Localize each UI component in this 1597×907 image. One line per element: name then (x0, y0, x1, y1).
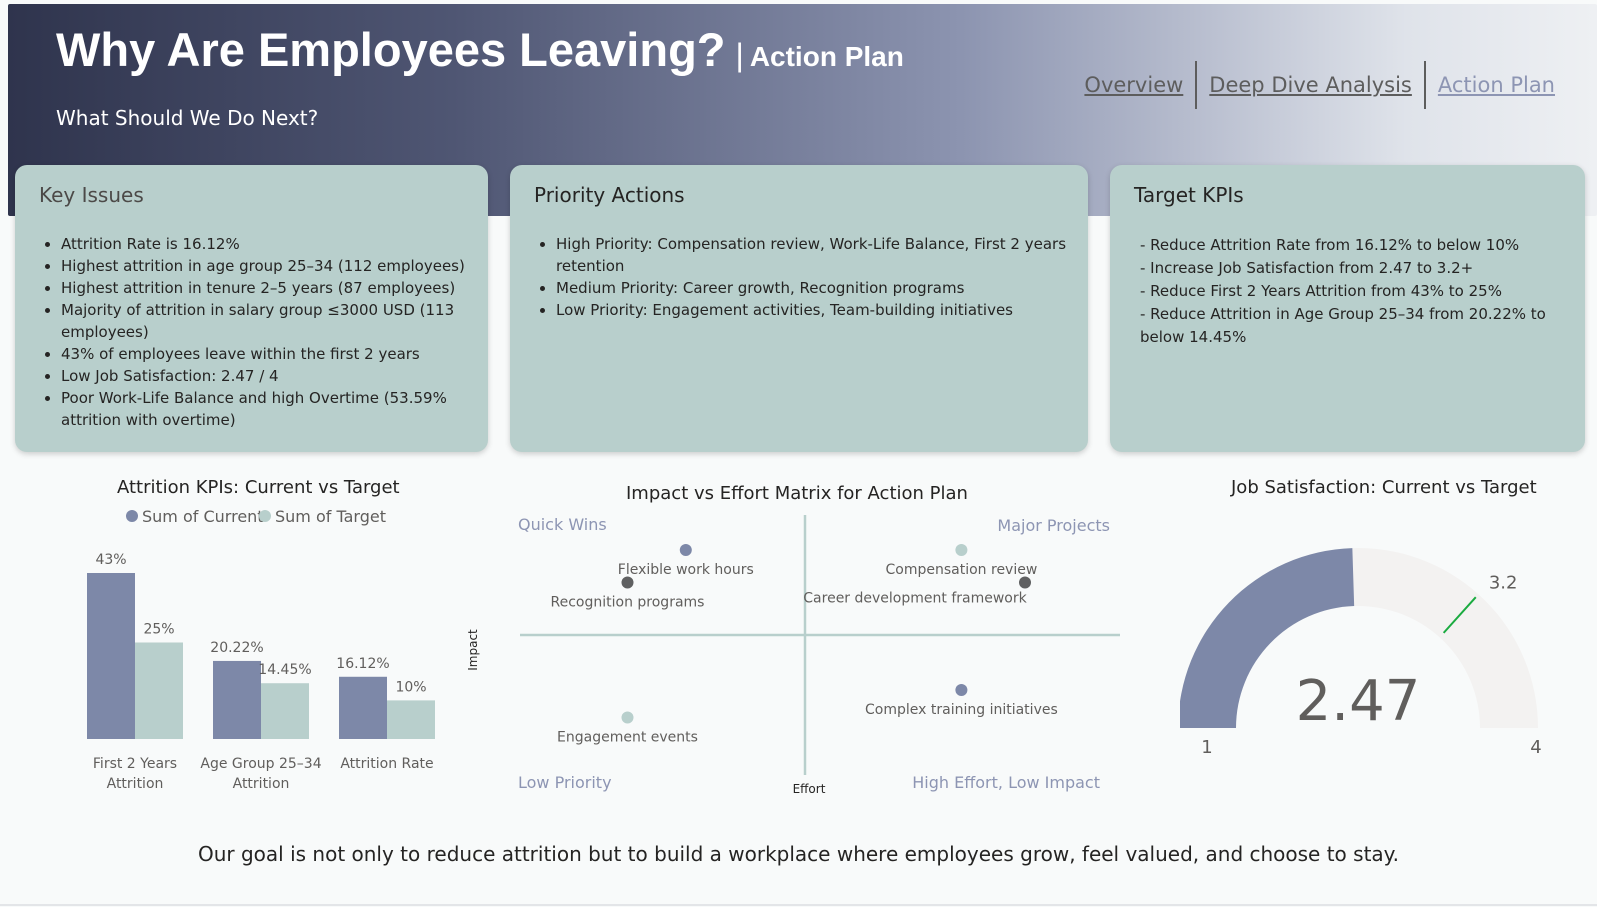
key-issue-item: Attrition Rate is 16.12% (61, 233, 470, 255)
bar-current (213, 660, 261, 739)
quadrant-label-major-projects: Major Projects (997, 516, 1110, 535)
key-issues-card: Key Issues Attrition Rate is 16.12% High… (15, 165, 488, 452)
gauge-target-marker (1442, 596, 1477, 634)
bar-category-label: First 2 Years (93, 756, 177, 772)
bar-chart-title: Attrition KPIs: Current vs Target (117, 477, 400, 498)
nav-deep-dive-analysis[interactable]: Deep Dive Analysis (1209, 73, 1412, 97)
target-kpi-item: - Reduce First 2 Years Attrition from 43… (1140, 282, 1502, 300)
matrix-point-label: Engagement events (557, 730, 698, 746)
title-main: Why Are Employees Leaving? (56, 23, 726, 76)
matrix-point (621, 711, 634, 724)
key-issue-item: Poor Work-Life Balance and high Overtime… (61, 387, 470, 431)
bar-target (261, 683, 309, 739)
legend-label-current: Sum of Current (142, 507, 264, 526)
attrition-kpi-bar-chart: Sum of Current Sum of Target 43% 25% First 2… (87, 507, 435, 792)
bar-data-label: 16.12% (336, 656, 389, 672)
matrix-point-label: Recognition programs (551, 595, 705, 611)
bar-data-label: 20.22% (210, 640, 263, 656)
target-kpis-list: - Reduce Attrition Rate from 16.12% to b… (1140, 234, 1559, 349)
bottom-divider (0, 904, 1597, 906)
closing-statement: Our goal is not only to reduce attrition… (197, 842, 1400, 866)
gauge-min-label: 1 (1201, 737, 1212, 758)
priority-action-item: High Priority: Compensation review, Work… (556, 233, 1070, 277)
key-issues-title: Key Issues (39, 183, 144, 207)
page-title: Why Are Employees Leaving?|Action Plan (56, 22, 904, 77)
bar-category-label: Attrition (233, 776, 290, 792)
matrix-chart-title: Impact vs Effort Matrix for Action Plan (626, 483, 968, 504)
gauge-max-label: 4 (1530, 737, 1541, 758)
bar-target (135, 642, 183, 739)
gauge-value-arc (1180, 548, 1355, 728)
matrix-point (955, 684, 968, 696)
quadrant-label-high-effort: High Effort, Low Impact (912, 773, 1100, 792)
page-navigation: Overview Deep Dive Analysis Action Plan (1072, 60, 1567, 110)
target-kpi-item: - Reduce Attrition in Age Group 25–34 fr… (1140, 305, 1546, 346)
bar-data-label: 10% (395, 679, 426, 695)
bar-category-label: Age Group 25–34 (200, 756, 321, 772)
bar-category-label: Attrition Rate (340, 756, 433, 772)
nav-divider (1195, 61, 1198, 109)
gauge-target-label: 3.2 (1489, 572, 1518, 593)
matrix-point (621, 576, 634, 589)
bar-data-label: 25% (143, 621, 174, 637)
bar-current (87, 573, 135, 739)
priority-action-item: Medium Priority: Career growth, Recognit… (556, 277, 1070, 299)
target-kpis-card: Target KPIs - Reduce Attrition Rate from… (1110, 165, 1585, 452)
priority-action-item: Low Priority: Engagement activities, Tea… (556, 299, 1070, 321)
key-issue-item: Majority of attrition in salary group ≤3… (61, 299, 470, 343)
priority-actions-card: Priority Actions High Priority: Compensa… (510, 165, 1088, 452)
nav-action-plan[interactable]: Action Plan (1437, 73, 1555, 97)
matrix-point-label: Career development framework (803, 591, 1027, 607)
target-kpi-item: - Reduce Attrition Rate from 16.12% to b… (1140, 236, 1520, 254)
matrix-point-label: Compensation review (886, 562, 1038, 578)
bar-data-label: 43% (95, 552, 126, 568)
priority-actions-list: High Priority: Compensation review, Work… (536, 233, 1070, 321)
bar-data-label: 14.45% (258, 662, 311, 678)
matrix-x-axis-label: Effort (793, 782, 826, 796)
matrix-point-label: Complex training initiatives (865, 702, 1058, 718)
title-page-tag: Action Plan (749, 41, 904, 72)
matrix-point (1019, 576, 1031, 589)
key-issue-item: Highest attrition in age group 25–34 (11… (61, 255, 470, 277)
key-issues-list: Attrition Rate is 16.12% Highest attriti… (41, 233, 470, 431)
legend-label-target: Sum of Target (275, 507, 386, 526)
legend-marker-current (126, 510, 138, 522)
key-issue-item: 43% of employees leave within the first … (61, 343, 470, 365)
key-issue-item: Low Job Satisfaction: 2.47 / 4 (61, 365, 470, 387)
matrix-point (955, 544, 968, 556)
quadrant-label-low-priority: Low Priority (518, 773, 612, 792)
bar-current (339, 676, 387, 739)
bar-target (387, 700, 435, 739)
priority-actions-title: Priority Actions (534, 183, 685, 207)
title-separator: | (735, 37, 744, 73)
quadrant-label-quick-wins: Quick Wins (518, 515, 607, 534)
gauge-value-label: 2.47 (1296, 669, 1421, 734)
gauge-chart-title: Job Satisfaction: Current vs Target (1231, 477, 1537, 498)
nav-overview[interactable]: Overview (1084, 73, 1184, 97)
legend-marker-target (259, 510, 271, 522)
bar-category-label: Attrition (107, 776, 164, 792)
key-issue-item: Highest attrition in tenure 2–5 years (8… (61, 277, 470, 299)
target-kpis-title: Target KPIs (1134, 183, 1244, 207)
matrix-point (679, 544, 692, 556)
job-satisfaction-gauge: 3.2 2.47 1 4 (1180, 548, 1542, 758)
nav-divider (1423, 61, 1426, 109)
target-kpi-item: - Increase Job Satisfaction from 2.47 to… (1140, 259, 1474, 277)
matrix-point-label: Flexible work hours (618, 562, 754, 578)
matrix-y-axis-label: Impact (466, 629, 480, 671)
page-subtitle: What Should We Do Next? (56, 106, 319, 130)
